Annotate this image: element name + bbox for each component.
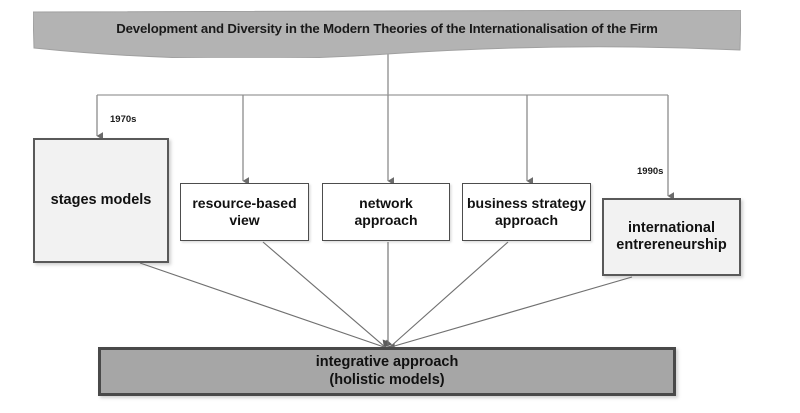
node-business-strategy-approach-label: business strategy approach — [467, 195, 586, 228]
node-label-line2: view — [229, 212, 260, 228]
node-stages-models-label: stages models — [51, 192, 152, 209]
node-label-line1: network — [359, 195, 413, 212]
converge-from-stages — [139, 262, 390, 348]
node-label-line2: entrereneurship — [616, 237, 727, 253]
banner-title-text: Development and Diversity in the Modern … — [116, 21, 658, 37]
decade-label-1990s: 1990s — [637, 166, 664, 177]
decade-label-1970s: 1970s — [110, 114, 137, 125]
node-label-line2: approach — [354, 212, 418, 228]
node-resource-based-view[interactable]: resource-based view — [180, 183, 309, 241]
node-label-line1: resource-based — [192, 195, 297, 212]
node-label-line1: international — [627, 219, 715, 236]
converge-from-resource — [262, 241, 393, 348]
node-business-strategy-approach[interactable]: business strategy approach — [462, 183, 591, 241]
diagram-title-banner: Development and Diversity in the Modern … — [33, 10, 741, 58]
node-stages-models[interactable]: stages models — [33, 138, 169, 263]
node-international-entrepreneurship[interactable]: international entrereneurship — [602, 198, 741, 276]
node-integrative-approach-label: integrative approach (holistic models) — [316, 354, 459, 388]
node-network-approach[interactable]: network approach — [322, 183, 450, 241]
node-integrative-approach[interactable]: integrative approach (holistic models) — [98, 347, 676, 396]
banner-ribbon-shape — [33, 10, 741, 58]
converge-from-entrepreneurship — [389, 276, 633, 355]
node-international-entrepreneurship-label: international entrereneurship — [616, 220, 726, 254]
node-label-line1: integrative approach — [315, 354, 459, 371]
converge-from-business — [389, 241, 509, 355]
node-label-line2: approach — [494, 212, 558, 228]
node-resource-based-view-label: resource-based view — [192, 195, 296, 228]
node-network-approach-label: network approach — [354, 195, 417, 228]
node-label-line1: stages models — [50, 191, 152, 208]
node-label-line2: (holistic models) — [329, 371, 445, 388]
node-label-line1: business strategy — [466, 195, 587, 212]
